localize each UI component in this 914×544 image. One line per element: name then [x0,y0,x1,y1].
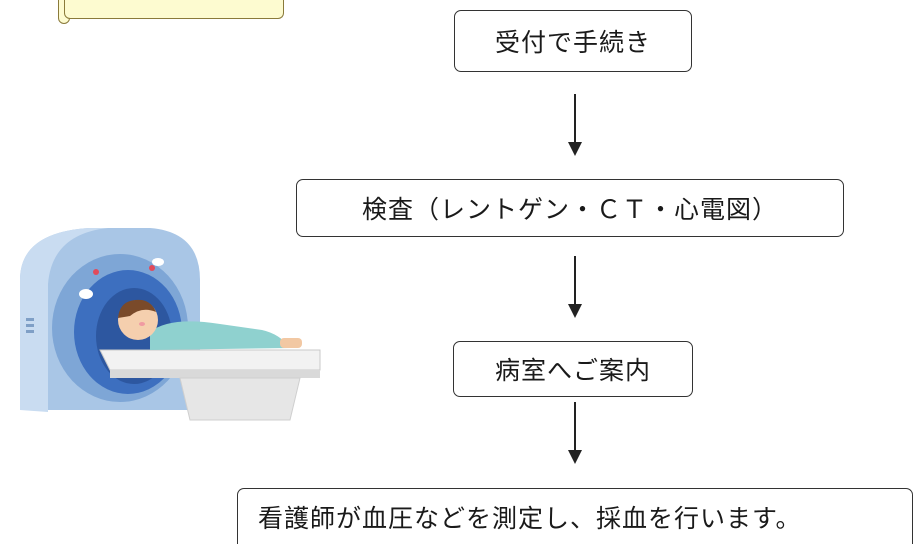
step-nurse-measurement: 看護師が血圧などを測定し、採血を行います。 [237,488,913,544]
arrow-down-icon [568,402,582,464]
step-examination-label: 検査（レントゲン・ＣＴ・心電図） [361,195,778,224]
step-examination: 検査（レントゲン・ＣＴ・心電図） [296,179,844,237]
scroll-banner [64,0,284,19]
arrow-down-icon [568,94,582,156]
step-nurse-measurement-label: 看護師が血圧などを測定し、採血を行います。 [258,503,802,533]
step-ward-guidance: 病室へご案内 [453,341,693,397]
mri-scanner-patient-icon [20,228,321,421]
step-reception: 受付で手続き [454,10,692,72]
step-ward-guidance-label: 病室へご案内 [494,356,651,385]
arrow-down-icon [568,256,582,318]
step-reception-label: 受付で手続き [494,28,651,57]
